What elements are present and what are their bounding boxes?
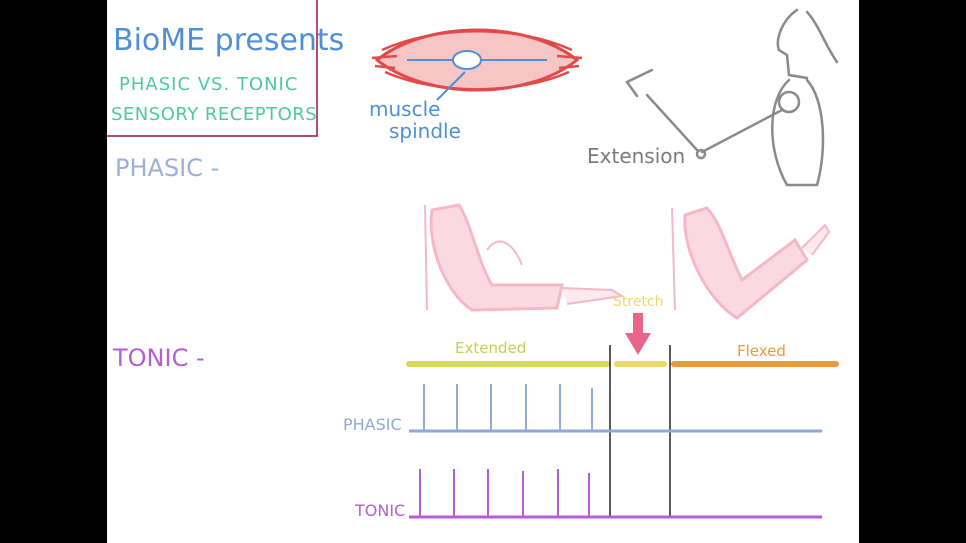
stretch-arrow-shaft — [633, 313, 643, 335]
subtitle-line-1: PHASIC VS. TONIC — [119, 74, 298, 95]
stretch-arrow-head — [625, 333, 651, 355]
flexed-body-line — [671, 207, 676, 311]
extended-label: Extended — [455, 339, 526, 357]
phasic-trace-label: PHASIC — [343, 415, 402, 434]
figure-upper-arm — [700, 108, 784, 154]
diagram-svg: BioME presents PHASIC VS. TONIC SENSORY … — [107, 0, 839, 520]
tonic-trace-label: TONIC — [354, 501, 405, 520]
muscle-spindle-illustration: muscle spindle — [369, 28, 583, 143]
flexed-hand — [801, 223, 831, 256]
figure-hair — [805, 10, 839, 64]
stretch-label: Stretch — [613, 294, 664, 310]
title-box: BioME presents PHASIC VS. TONIC SENSORY … — [107, 0, 344, 137]
extended-arm-illustration — [424, 203, 625, 312]
flex-motion-arrow — [486, 240, 523, 266]
title-box-border — [107, 0, 318, 137]
spindle-capsule — [452, 50, 482, 70]
spindle-label-line-2: spindle — [389, 119, 461, 143]
flexed-arm-illustration — [671, 206, 831, 320]
phasic-heading: PHASIC - — [115, 154, 219, 182]
subtitle-line-2: SENSORY RECEPTORS — [111, 104, 317, 125]
stretch-arrow — [625, 313, 651, 355]
tonic-spikes — [419, 469, 590, 517]
figure-torso — [771, 78, 825, 187]
elbow-joint — [695, 148, 707, 160]
tonic-heading: TONIC - — [112, 344, 205, 372]
whiteboard-canvas: BioME presents PHASIC VS. TONIC SENSORY … — [107, 0, 859, 543]
flexed-arm-shape — [683, 206, 809, 320]
extension-label: Extension — [587, 144, 685, 168]
muscle-fiber-2 — [384, 70, 570, 91]
extended-body-line — [424, 204, 428, 311]
figure-forearm-hand — [625, 68, 699, 152]
spindle-pointer-line — [436, 71, 466, 101]
phasic-spikes — [423, 384, 593, 431]
extended-hand — [561, 287, 625, 305]
muscle-fiber-1 — [381, 30, 573, 52]
brand-title: BioME presents — [113, 23, 344, 58]
extended-arm-shape — [429, 203, 564, 312]
flexed-label: Flexed — [737, 342, 786, 360]
figure-head — [776, 8, 809, 80]
spindle-label-line-1: muscle — [369, 97, 440, 121]
standing-figure — [625, 8, 839, 187]
figure-shoulder — [777, 90, 801, 114]
muscle-tendons — [371, 54, 583, 70]
